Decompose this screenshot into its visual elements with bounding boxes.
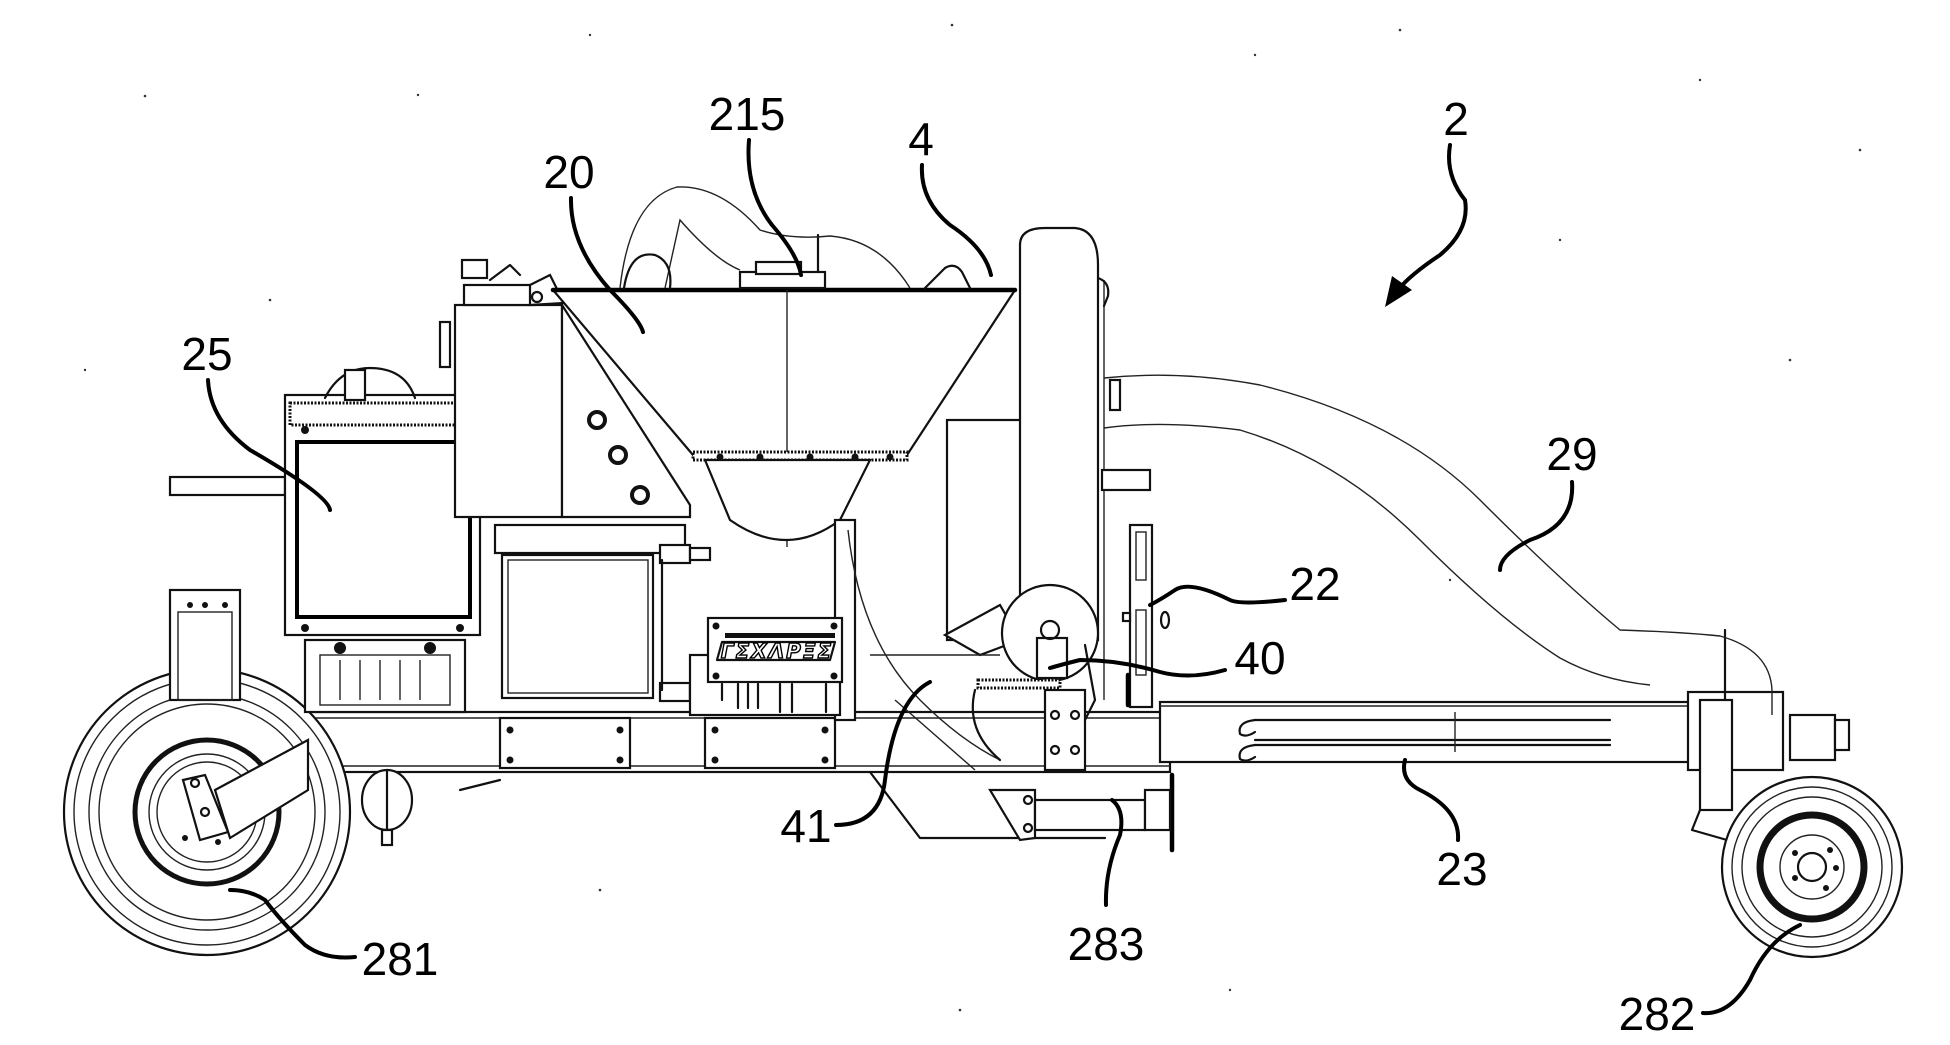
main-frame xyxy=(306,710,1172,792)
hopper xyxy=(550,186,1018,722)
ref-25: 25 xyxy=(181,328,232,380)
ref-2: 2 xyxy=(1443,93,1469,145)
leader-lines xyxy=(206,138,1802,1016)
battery-box xyxy=(493,523,712,703)
ref-282: 282 xyxy=(1619,988,1696,1040)
ref-22: 22 xyxy=(1289,558,1340,610)
ref-29: 29 xyxy=(1546,428,1597,480)
control-box: ΓΣΧΛΡΞΣ xyxy=(688,616,844,717)
front-wheel xyxy=(1720,775,1904,959)
arrow-2 xyxy=(1396,143,1468,292)
vertical-tower xyxy=(945,226,1152,700)
ref-20: 20 xyxy=(543,146,594,198)
pulley-motor xyxy=(942,583,1100,772)
under-bracket xyxy=(868,770,1175,853)
engine-hood xyxy=(438,258,692,519)
ref-283: 283 xyxy=(1068,918,1145,970)
rear-wheel xyxy=(62,667,414,957)
discharge-hose xyxy=(1103,374,1773,715)
tow-arm xyxy=(1158,628,1851,842)
side-rack xyxy=(1121,523,1171,709)
ref-281: 281 xyxy=(362,933,439,985)
scan-noise xyxy=(83,23,1862,1012)
left-stand xyxy=(168,475,287,702)
radiator-box xyxy=(283,366,482,714)
brand-logo-plate: ΓΣΧΛΡΞΣ xyxy=(721,639,833,663)
reference-numerals: 2 4 20 215 25 29 22 40 41 23 281 282 283 xyxy=(181,88,1695,1040)
feed-chute xyxy=(847,529,1002,771)
ref-23: 23 xyxy=(1436,843,1487,895)
ref-4: 4 xyxy=(908,113,934,165)
ref-41: 41 xyxy=(780,800,831,852)
ref-215: 215 xyxy=(709,88,786,140)
ref-40: 40 xyxy=(1234,632,1285,684)
arrowhead-icon xyxy=(1385,276,1412,307)
